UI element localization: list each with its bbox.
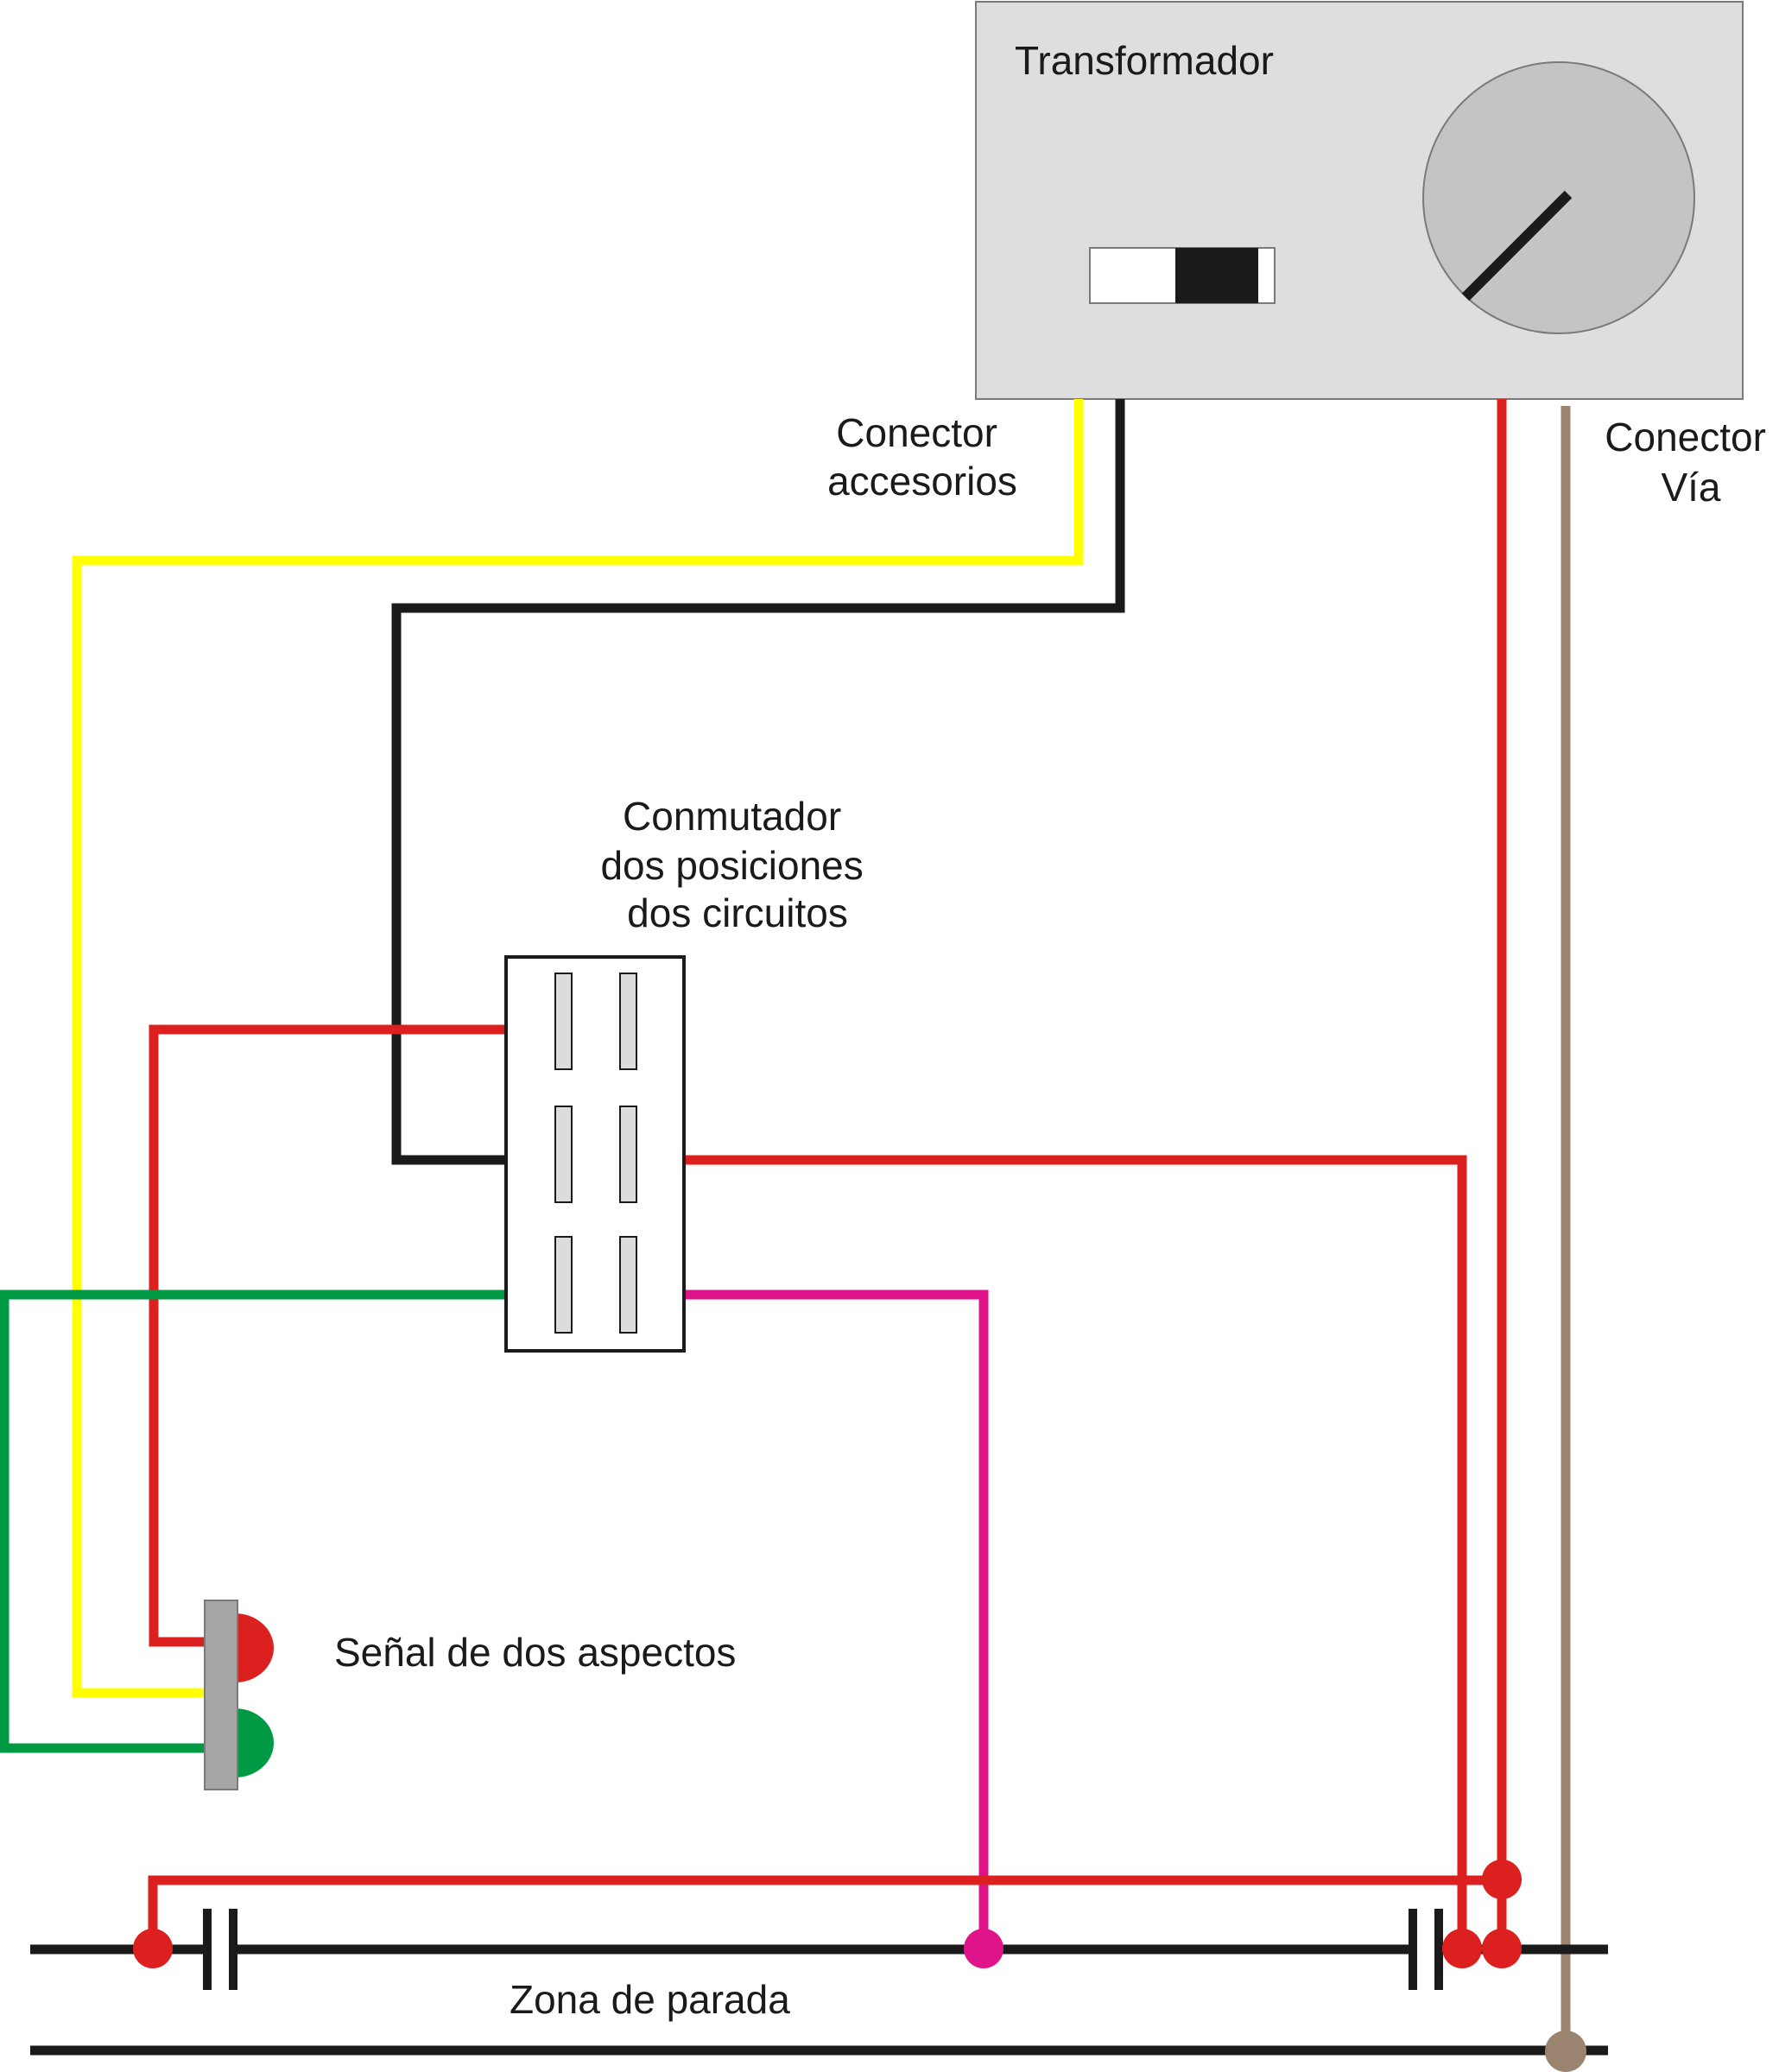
track: [30, 1909, 1608, 2056]
red-connection-dot: [1482, 1929, 1522, 1968]
track-connector-label-line: Conector: [1605, 415, 1766, 459]
switch-label-line: dos posiciones: [600, 843, 863, 888]
switch-label-line: dos circuitos: [627, 890, 848, 935]
red-wire-jumper: [148, 1875, 1502, 1948]
green-wire: [0, 1289, 563, 1753]
brown-connection-dot: [1545, 2031, 1586, 2072]
insulated-gap-icon: [203, 1909, 237, 1990]
wires: [0, 399, 1571, 2038]
accessory-connector-label-line: accesorios: [827, 459, 1017, 504]
magenta-wire: [628, 1289, 989, 1948]
switch-housing: [504, 955, 686, 1353]
switch-contact: [554, 1236, 573, 1334]
switch-label: Conmutador dos posiciones dos circuitos: [600, 794, 874, 935]
black-wire: [391, 399, 1125, 1165]
signal-red-lamp: [235, 1613, 274, 1682]
red-connection-dot: [1442, 1929, 1482, 1968]
red-connection-dot: [133, 1929, 173, 1968]
two-aspect-signal-icon: [204, 1600, 274, 1790]
connection-points: [133, 1860, 1586, 2072]
toggle-switch: [504, 955, 686, 1353]
switch-contact: [619, 1106, 637, 1203]
switch-label-line: Conmutador: [623, 794, 841, 839]
accessory-connector-label: Conector accesorios: [827, 410, 1017, 504]
slide-switch-icon: [1089, 247, 1276, 304]
switch-contact: [554, 973, 573, 1070]
signal-green-lamp: [235, 1708, 274, 1777]
transformer-label: Transformador: [1015, 38, 1274, 83]
track-connector-label-line: Vía: [1661, 465, 1720, 510]
track-connector-label: Conector Vía: [1605, 415, 1776, 510]
switch-contact: [619, 1236, 637, 1334]
signal-label: Señal de dos aspectos: [334, 1630, 736, 1675]
labels: Conector accesorios Conector Vía Conmuta…: [334, 410, 1776, 2022]
magenta-connection-dot: [964, 1929, 1003, 1968]
accessory-connector-label-line: Conector: [836, 410, 997, 455]
red-wire-switch: [628, 1155, 1467, 1948]
red-connection-dot: [1482, 1860, 1522, 1899]
stop-zone-label: Zona de parada: [510, 1977, 790, 2022]
switch-contact: [554, 1106, 573, 1203]
signal-mast: [204, 1600, 238, 1790]
insulated-gap-icon: [1409, 1909, 1443, 1990]
red-wire-signal: [149, 1024, 563, 1647]
switch-contact: [619, 973, 637, 1070]
yellow-wire: [72, 399, 1084, 1698]
rotary-dial-icon: [1422, 61, 1695, 334]
transformer: Transformador: [975, 1, 1744, 400]
